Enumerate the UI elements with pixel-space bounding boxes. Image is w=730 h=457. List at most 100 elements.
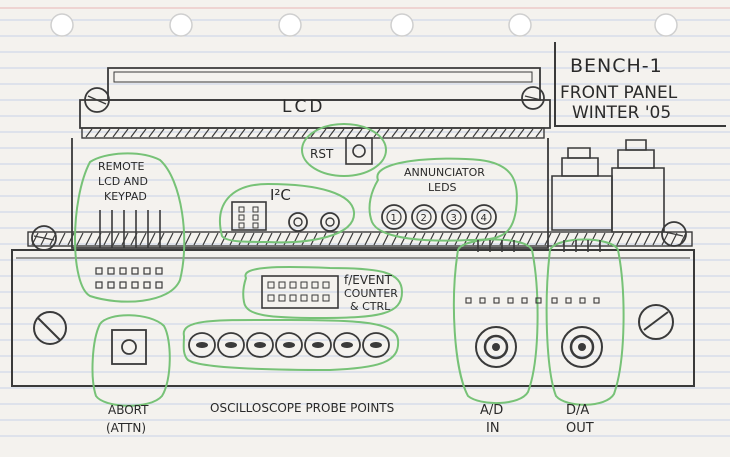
hatch-line: [184, 128, 192, 138]
header-socket: [119, 267, 127, 275]
hatch-line: [211, 232, 219, 246]
da-label-1: D/A: [566, 403, 589, 418]
hatch-line: [184, 232, 192, 246]
probe-point-slot: [225, 342, 237, 348]
indicator-dot: [507, 297, 514, 304]
hatch-line: [409, 128, 417, 138]
i2c-group: I²C: [219, 182, 356, 244]
probe-point-icon: [362, 332, 390, 358]
probe-point-icon: [188, 332, 216, 358]
connector-hole: [238, 206, 245, 213]
rear-connector-right-cap: [625, 139, 647, 151]
hatch-line: [445, 128, 453, 138]
remote-keypad-header-pins: [95, 210, 163, 289]
hatch-line: [346, 128, 354, 138]
ad-indicator-dots: [465, 297, 542, 304]
led-lens: [476, 209, 492, 225]
connector-hole: [311, 281, 319, 289]
probe-point-slot: [341, 342, 353, 348]
screw-icon: [84, 87, 110, 113]
hatch-line: [373, 232, 381, 246]
binder-hole-icon: [508, 13, 532, 37]
hatch-line: [193, 128, 201, 138]
indicator-dot: [479, 297, 486, 304]
connector-hole: [252, 214, 259, 221]
hatch-line: [301, 128, 309, 138]
connector-hole: [322, 281, 330, 289]
connector-hole: [252, 206, 259, 213]
lcd-screen: [113, 71, 533, 83]
abort-button-cap: [121, 339, 137, 355]
hatch-line: [553, 232, 561, 246]
hatch-line: [436, 128, 444, 138]
upper-chassis-body: [71, 138, 549, 249]
lcd-hatch: [85, 128, 543, 138]
indicator-dot: [493, 297, 500, 304]
hatch-line: [283, 128, 291, 138]
bnc-connector-icon: [561, 326, 603, 368]
connector-hole: [267, 281, 275, 289]
hatch-line: [661, 232, 669, 246]
hatch-line: [40, 232, 48, 246]
probe-point-slot: [196, 342, 208, 348]
hatch-line: [67, 232, 75, 246]
connector-hole: [252, 222, 259, 229]
hatch-line: [652, 232, 660, 246]
hatch-line: [427, 128, 435, 138]
indicator-dot: [565, 297, 572, 304]
hatch-line: [292, 232, 300, 246]
hatch-line: [472, 128, 480, 138]
binder-hole-icon: [50, 13, 74, 37]
led-number: 3: [451, 213, 457, 224]
header-socket: [119, 281, 127, 289]
probe-point-slot: [312, 342, 324, 348]
hatch-line: [427, 232, 435, 246]
hatch-line: [76, 232, 84, 246]
indicator-dot: [465, 297, 472, 304]
upper-hatch-strip: [27, 231, 693, 247]
title-box: BENCH-1 FRONT PANEL WINTER '05: [554, 42, 726, 127]
hatch-line: [364, 232, 372, 246]
hatch-line: [256, 232, 264, 246]
screw-icon: [521, 86, 545, 110]
ad-header-pins: [477, 240, 515, 252]
da-header-pins: [563, 240, 601, 252]
header-socket: [155, 281, 163, 289]
hatch-line: [157, 232, 165, 246]
hatch-line: [157, 128, 165, 138]
hatch-line: [382, 128, 390, 138]
connector-hole: [300, 294, 308, 302]
rear-connector-left-top: [561, 157, 599, 177]
da-output-group: D/A OUT: [545, 238, 625, 436]
hatch-line: [319, 232, 327, 246]
hatch-line: [391, 232, 399, 246]
bnc-connector-icon: [475, 326, 517, 368]
led-number: 4: [481, 213, 487, 224]
connector-hole: [300, 281, 308, 289]
hatch-line: [274, 128, 282, 138]
counter-label-2: COUNTER: [344, 287, 398, 300]
hatch-line: [535, 232, 543, 246]
binder-hole-icon: [390, 13, 414, 37]
hatch-line: [148, 232, 156, 246]
hatch-line: [643, 232, 651, 246]
probe-point-icon: [304, 332, 332, 358]
indicator-dot: [551, 297, 558, 304]
annunciator-highlight: [368, 157, 518, 242]
title-line-3: WINTER '05: [572, 103, 671, 123]
connector-hole: [267, 294, 275, 302]
screw-slot: [524, 95, 542, 101]
connector-hole: [289, 281, 297, 289]
rear-connectors: [551, 139, 665, 233]
ad-label-1: A/D: [480, 403, 503, 418]
indicator-dot: [535, 297, 542, 304]
hatch-line: [517, 128, 525, 138]
hatch-line: [85, 128, 93, 138]
binder-hole-icon: [278, 13, 302, 37]
header-socket: [143, 267, 151, 275]
led-icon: [441, 204, 467, 230]
hatch-line: [166, 128, 174, 138]
